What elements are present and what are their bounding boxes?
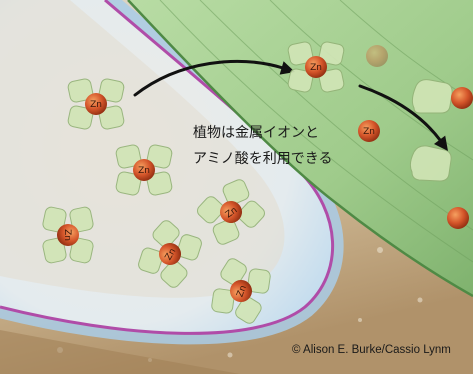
zinc-amino-acid-complex: Zn: [197, 179, 265, 245]
zinc-ion-label: Zn: [363, 127, 375, 137]
zinc-ion-label: Zn: [310, 63, 322, 73]
zinc-ion-label: Zn: [90, 100, 102, 110]
zinc-amino-acid-complex: Zn: [138, 220, 202, 288]
amino-acid-shape: [411, 79, 453, 114]
zinc-ion: [159, 243, 181, 265]
zinc-ion: [133, 159, 155, 181]
zinc-amino-acid-complex: Zn: [115, 144, 173, 196]
amino-acid-ligand: [160, 260, 188, 288]
zinc-ion-label: Zn: [62, 229, 72, 241]
soil-dark-streak: [0, 330, 240, 374]
zinc-ion-label: Zn: [138, 166, 150, 176]
free-zinc-ion: [447, 207, 469, 229]
amino-acid-ligand: [220, 258, 247, 286]
amino-acid-ligand: [152, 220, 180, 248]
amino-acid-ligand: [176, 234, 202, 261]
amino-acid-ligand: [67, 78, 94, 103]
zinc-ion: [305, 56, 327, 78]
amino-acid-ligand: [318, 68, 345, 93]
amino-acid-ligand: [237, 200, 265, 228]
amino-acid-ligand: [222, 179, 250, 205]
amino-acid-ligand: [197, 196, 225, 224]
zinc-amino-acid-complex: Zn: [211, 258, 271, 324]
uptake-arrow-2: [358, 84, 448, 151]
amino-acid-ligand: [146, 144, 173, 169]
caption-line-1: 植物は金属イオンと: [193, 125, 319, 141]
plant-tissue-edge: [127, 0, 473, 298]
plant-tissue-veins: [159, 0, 473, 263]
amino-acid-shape: [409, 145, 452, 182]
amino-acid-ligand: [115, 171, 142, 196]
amino-acid-ligand: [67, 105, 94, 130]
amino-acid-ligand: [212, 219, 240, 245]
zinc-ion: [57, 224, 79, 246]
amino-acid-ligand: [69, 237, 94, 264]
amino-acid-ligand: [115, 144, 142, 169]
root-outline: [0, 0, 334, 335]
zinc-ion: [358, 120, 380, 142]
amino-acid-ligand: [287, 41, 314, 66]
amino-acid-ligand: [211, 288, 235, 314]
caption-line-2: アミノ酸を利用できる: [193, 151, 333, 167]
zinc-amino-acid-complex: Zn: [42, 206, 94, 264]
amino-acid-ligand: [42, 206, 67, 233]
amino-acid-ligand: [287, 68, 314, 93]
zinc-amino-acid-complex: Zn: [67, 78, 125, 130]
free-zinc-ion: [366, 45, 388, 67]
plant-tissue: [128, 0, 473, 296]
zinc-ion: [220, 201, 242, 223]
zinc-ion-layer: Zn: [358, 45, 473, 229]
amino-acid-ligand: [98, 105, 125, 130]
caption: 植物は金属イオンと アミノ酸を利用できる: [193, 120, 332, 172]
amino-acid-ligand: [69, 206, 94, 233]
zinc-ion: [366, 45, 388, 67]
zinc-ion: [230, 280, 252, 302]
zinc-ion-label: Zn: [235, 284, 248, 299]
amino-acid-ligand: [247, 268, 271, 294]
zinc-ion: [451, 87, 473, 109]
amino-acid-ligand: [42, 237, 67, 264]
image-credit: © Alison E. Burke/Cassio Lynm: [292, 344, 451, 356]
zinc-ion: [85, 93, 107, 115]
amino-acid-ligand: [146, 171, 173, 196]
amino-acid-ligand: [98, 78, 125, 103]
free-zinc-ion: [451, 87, 473, 109]
amino-acid-ligand: [138, 247, 164, 274]
zinc-ion: [447, 207, 469, 229]
zinc-amino-acid-complex: Zn: [287, 41, 345, 93]
amino-acid-ligand: [235, 296, 262, 324]
free-zinc-ion: Zn: [358, 120, 380, 142]
amino-acid-ligand: [318, 41, 345, 66]
